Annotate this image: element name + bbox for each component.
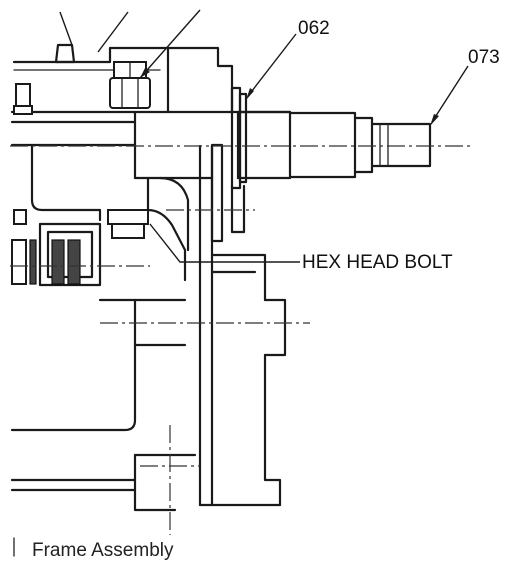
- callout-hex-head-bolt: HEX HEAD BOLT: [149, 223, 453, 273]
- callout-062: 062: [246, 18, 330, 100]
- centerlines: [10, 145, 470, 535]
- label-062: 062: [298, 18, 330, 39]
- lower-nut-center: [107, 209, 149, 239]
- lower-nut-left: [11, 209, 37, 285]
- cropped-leaders: [59, 9, 201, 79]
- main-shaft: [133, 110, 432, 180]
- top-bolt-center: [109, 61, 151, 109]
- frame-plate: [198, 144, 287, 507]
- callout-073: 073: [430, 47, 500, 126]
- caption-text: Frame Assembly: [32, 540, 174, 561]
- lower-nut-body: [38, 222, 102, 287]
- lower-bracket: [10, 143, 197, 512]
- top-bolt-left: [13, 83, 33, 115]
- figure-caption: Frame Assembly: [13, 537, 174, 561]
- label-073: 073: [468, 47, 500, 68]
- label-hex-head-bolt: HEX HEAD BOLT: [302, 252, 453, 273]
